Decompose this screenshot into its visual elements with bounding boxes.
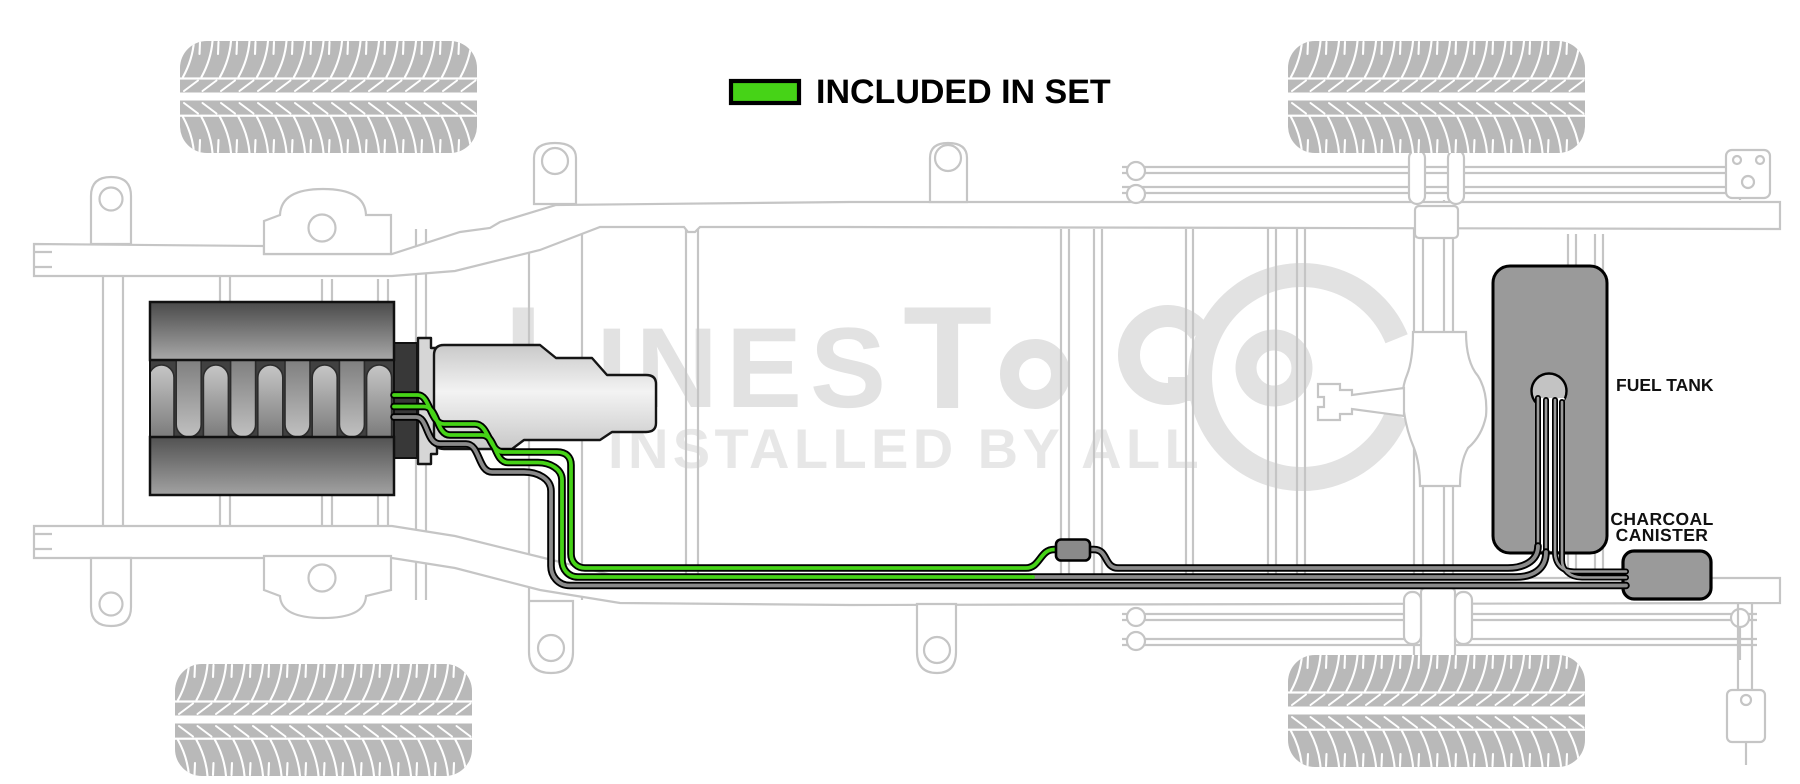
svg-text:CANISTER: CANISTER [1616,525,1709,545]
svg-text:T: T [903,276,992,439]
svg-text:CHARCOAL: CHARCOAL [1610,509,1713,529]
svg-text:INCLUDED IN SET: INCLUDED IN SET [816,73,1111,111]
svg-text:FUEL TANK: FUEL TANK [1616,375,1714,395]
svg-text:INSTALLED BY ALL: INSTALLED BY ALL [608,417,1203,480]
